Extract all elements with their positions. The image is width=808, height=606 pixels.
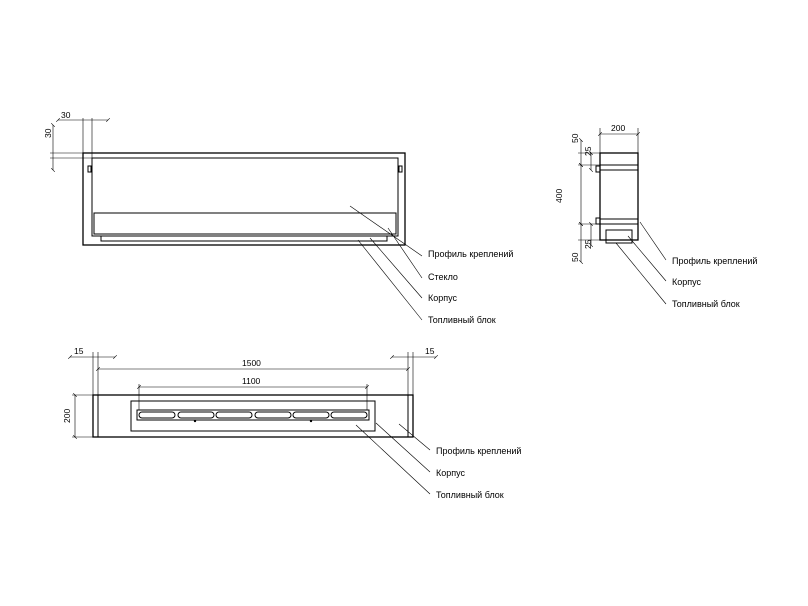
side-dim-top-gap-label: 50 bbox=[570, 133, 580, 143]
top-leader-body bbox=[375, 422, 431, 473]
front-label-profile: Профиль креплений bbox=[428, 249, 513, 259]
top-label-profile: Профиль креплений bbox=[436, 446, 521, 456]
front-fuel-block bbox=[93, 212, 397, 235]
front-dim-side-label: 30 bbox=[43, 128, 53, 138]
top-label-body: Корпус bbox=[436, 468, 466, 478]
side-label-fuel: Топливный блок bbox=[672, 299, 740, 309]
top-dim-total-label: 1500 bbox=[242, 358, 261, 368]
burner-slot-5 bbox=[292, 411, 330, 419]
top-label-fuel: Топливный блок bbox=[436, 490, 504, 500]
side-bracket-top bbox=[595, 165, 601, 173]
front-base bbox=[100, 235, 388, 242]
side-dim-top-inner-label: 25 bbox=[583, 146, 593, 156]
side-dim-width-label: 200 bbox=[611, 123, 625, 133]
side-fuel-block bbox=[605, 229, 633, 244]
front-label-glass: Стекло bbox=[428, 272, 458, 282]
top-view: 15 1500 15 1100 200 Профиль креплений Ко… bbox=[62, 346, 521, 500]
side-dim-bottom-inner-label: 25 bbox=[583, 239, 593, 249]
burner-slot-2 bbox=[177, 411, 215, 419]
side-body bbox=[599, 152, 639, 241]
front-glass-panel bbox=[91, 157, 399, 237]
burner-slot-1 bbox=[138, 411, 176, 419]
front-leader-fuel bbox=[357, 239, 423, 321]
front-view: 30 30 Профиль креплений Стекло Корпус То… bbox=[43, 110, 513, 325]
front-label-body: Корпус bbox=[428, 293, 458, 303]
burner-pin-1 bbox=[193, 419, 197, 423]
side-leader-profile bbox=[639, 221, 667, 261]
front-leader-glass bbox=[387, 227, 423, 279]
burner-pin-2 bbox=[309, 419, 313, 423]
burner-slot-6 bbox=[330, 411, 368, 419]
top-dim-left-label: 15 bbox=[74, 346, 84, 356]
side-dim-bottom-gap-label: 50 bbox=[570, 252, 580, 262]
front-leader-body bbox=[369, 237, 423, 299]
burner-slot-4 bbox=[254, 411, 292, 419]
side-leader-body bbox=[627, 235, 667, 282]
top-fuel-block bbox=[130, 400, 376, 432]
front-leader-profile bbox=[349, 205, 423, 257]
side-label-profile: Профиль креплений bbox=[672, 256, 757, 266]
side-dim-height-label: 400 bbox=[554, 189, 564, 203]
burner-slot-3 bbox=[215, 411, 253, 419]
front-bracket-left bbox=[87, 165, 92, 173]
top-dim-depth-label: 200 bbox=[62, 409, 72, 423]
top-dim-right-label: 15 bbox=[425, 346, 435, 356]
front-label-fuel: Топливный блок bbox=[428, 315, 496, 325]
top-dim-burner-label: 1100 bbox=[242, 376, 261, 386]
top-outer-body bbox=[92, 394, 414, 438]
side-leader-fuel bbox=[615, 242, 667, 305]
front-dim-top-label: 30 bbox=[61, 110, 71, 120]
top-leader-fuel bbox=[355, 424, 431, 495]
side-label-body: Корпус bbox=[672, 277, 702, 287]
top-leader-profile bbox=[398, 423, 431, 451]
side-view: 200 50 25 400 25 50 Профиль креплений Ко… bbox=[554, 123, 757, 309]
top-burner-frame bbox=[136, 409, 370, 421]
front-bracket-right bbox=[398, 165, 403, 173]
front-outer-frame bbox=[82, 152, 406, 246]
